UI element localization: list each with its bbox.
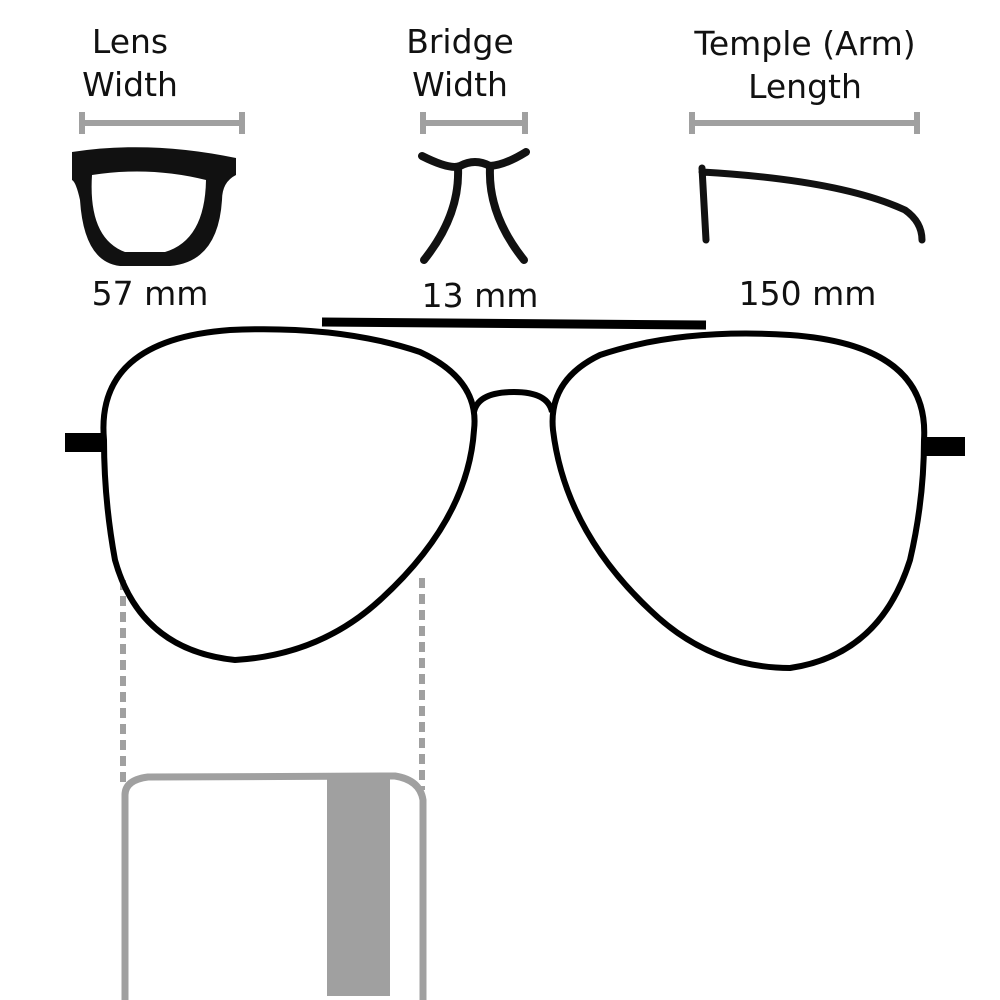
card-stripe	[327, 778, 390, 996]
left-end-piece	[65, 433, 105, 452]
top-bar	[321, 317, 707, 330]
temple-arm-icon	[698, 164, 926, 244]
title-line: Width	[82, 65, 178, 104]
title-line: Lens	[91, 22, 169, 61]
right-end-piece	[922, 437, 965, 456]
title-line: Bridge	[406, 22, 514, 61]
bridge-width-value: 13 mm	[421, 276, 539, 315]
temple-length-value: 150 mm	[738, 274, 877, 313]
title-line: Temple (Arm)	[694, 24, 916, 63]
card-outline	[121, 772, 427, 1000]
temple-length-title: Temple (Arm) Length	[670, 22, 940, 108]
title-line: Length	[748, 67, 862, 106]
bridge-width-bar	[420, 112, 528, 134]
lens-width-value: 57 mm	[91, 274, 209, 313]
bridge-icon	[418, 148, 530, 264]
measure-bars	[79, 112, 920, 134]
lens-width-bar	[79, 112, 245, 134]
guide-lines	[120, 578, 425, 790]
title-line: Width	[412, 65, 508, 104]
aviator-glasses	[100, 317, 928, 672]
right-lens	[549, 330, 928, 672]
temple-length-bar	[689, 112, 920, 134]
left-lens	[100, 326, 478, 664]
bridge	[471, 388, 555, 413]
lens-front-icon	[72, 147, 236, 266]
